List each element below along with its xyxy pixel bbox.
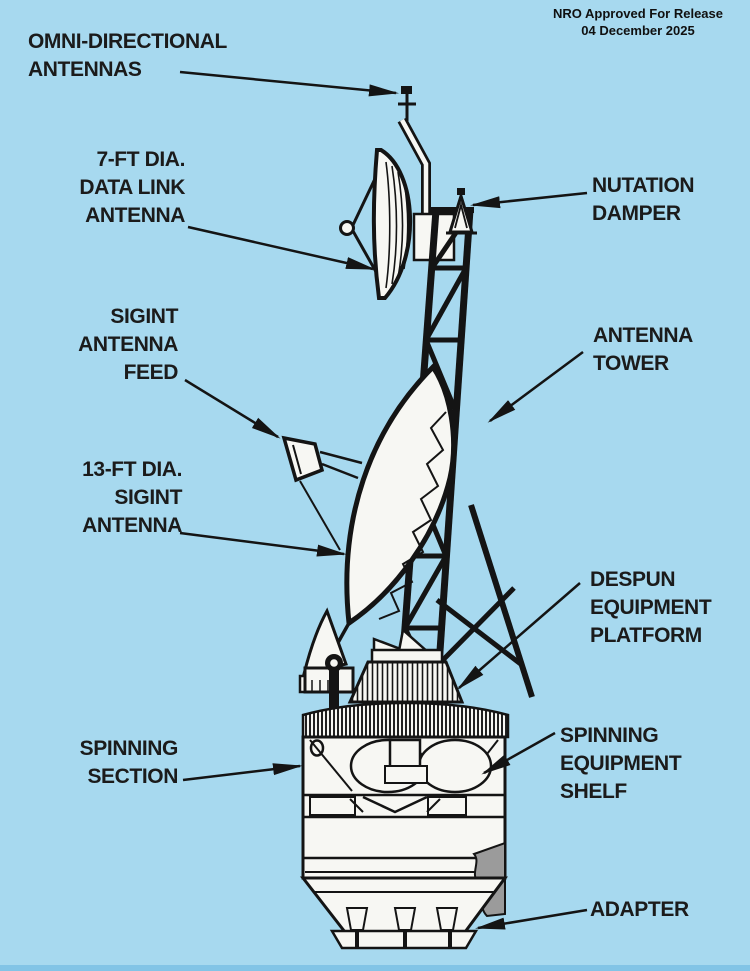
label-line: ANTENNA xyxy=(85,204,185,227)
page-bottom-edge xyxy=(0,965,750,971)
label-line: EQUIPMENT xyxy=(590,596,712,619)
label-despun-equipment-platform: DESPUN EQUIPMENT PLATFORM xyxy=(590,566,712,650)
label-sigint-antenna-feed: SIGINT ANTENNA FEED xyxy=(48,303,178,387)
sigint-feed-horn-icon xyxy=(281,435,363,551)
label-line: FEED xyxy=(123,361,179,384)
label-spinning-equipment-shelf: SPINNING EQUIPMENT SHELF xyxy=(560,722,682,806)
sigint-dish-icon xyxy=(333,363,457,649)
label-omni-directional-antennas: OMNI-DIRECTIONAL ANTENNAS xyxy=(28,28,227,84)
label-line: PLATFORM xyxy=(590,624,702,647)
label-line: NUTATION xyxy=(592,174,695,197)
nutation-damper-icon xyxy=(446,188,477,235)
despun-equipment-platform-icon xyxy=(301,627,510,739)
label-line: 7-FT DIA. xyxy=(96,148,185,171)
label-line: SHELF xyxy=(560,780,627,803)
label-line: DESPUN xyxy=(590,568,676,591)
label-spinning-section: SPINNING SECTION xyxy=(48,735,179,791)
label-line: SPINNING xyxy=(79,737,179,760)
label-line: ADAPTER xyxy=(590,898,689,921)
label-line: ANTENNAS xyxy=(28,58,142,81)
label-line: OMNI-DIRECTIONAL xyxy=(28,30,227,53)
data-link-dish-icon xyxy=(339,148,412,300)
left-antenna-assembly-icon xyxy=(298,607,355,708)
callout-arrows xyxy=(179,70,588,930)
label-nutation-damper: NUTATION DAMPER xyxy=(592,172,695,228)
label-line: EQUIPMENT xyxy=(560,752,682,775)
label-line: SECTION xyxy=(87,765,178,788)
approval-stamp: NRO Approved For Release 04 December 202… xyxy=(540,5,736,39)
approval-line-1: NRO Approved For Release xyxy=(552,6,723,21)
label-sigint-antenna: 13-FT DIA. SIGINT ANTENNA xyxy=(50,456,182,540)
adapter-skirt-icon xyxy=(299,876,508,950)
label-line: SIGINT xyxy=(114,486,182,509)
label-line: TOWER xyxy=(593,352,669,375)
label-line: SPINNING xyxy=(560,724,659,747)
label-line: ANTENNA xyxy=(593,324,693,347)
label-line: ANTENNA xyxy=(82,514,182,537)
label-line: DAMPER xyxy=(592,202,681,225)
label-adapter: ADAPTER xyxy=(590,896,689,924)
label-data-link-antenna: 7-FT DIA. DATA LINK ANTENNA xyxy=(40,146,185,230)
label-line: SIGINT xyxy=(110,305,178,328)
label-antenna-tower: ANTENNA TOWER xyxy=(593,322,693,378)
label-line: 13-FT DIA. xyxy=(82,458,182,481)
label-line: DATA LINK xyxy=(79,176,185,199)
spinning-equipment-shelf-icon xyxy=(303,793,505,873)
approval-line-2: 04 December 2025 xyxy=(581,23,695,38)
label-line: ANTENNA xyxy=(78,333,178,356)
